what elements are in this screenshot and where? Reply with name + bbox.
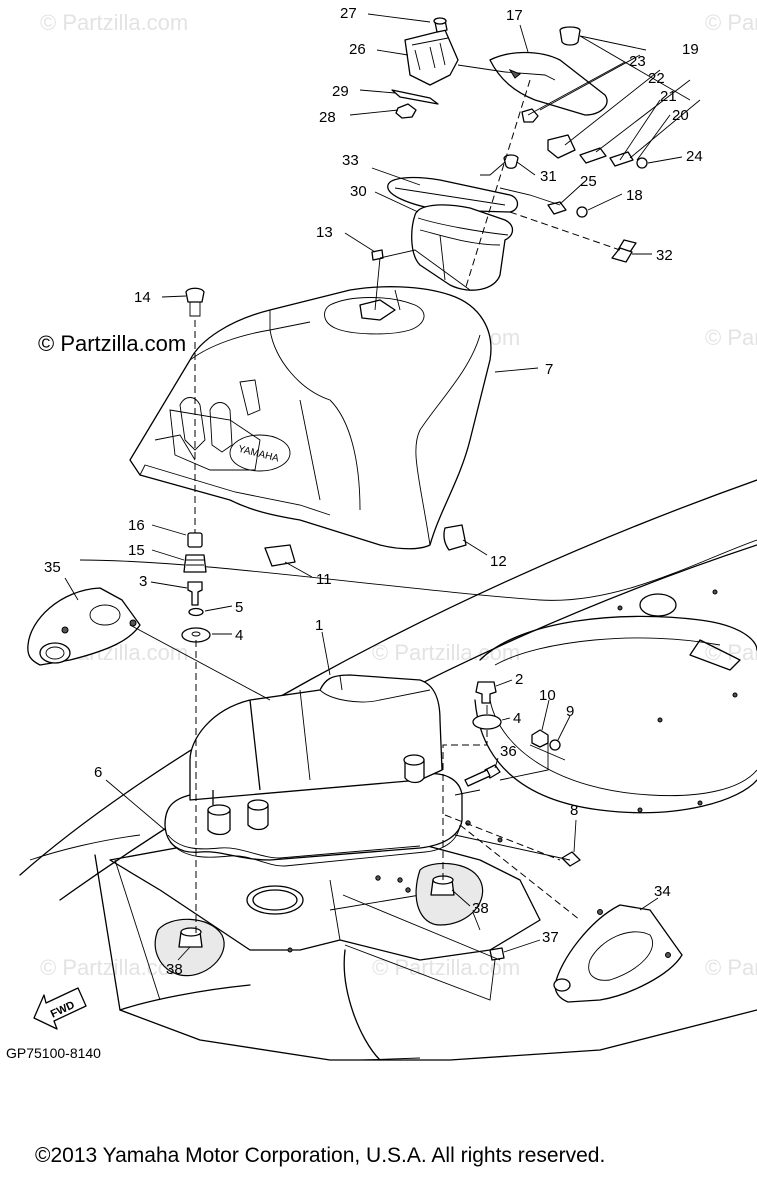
diagram-code: GP75100-8140 bbox=[6, 1045, 101, 1061]
small-fasteners bbox=[178, 249, 581, 961]
assembly-lines bbox=[129, 35, 701, 1001]
callout-10: 10 bbox=[539, 687, 556, 704]
callout-31: 31 bbox=[540, 168, 557, 185]
leader-lines bbox=[64, 13, 683, 961]
callout-9: 9 bbox=[566, 703, 574, 720]
part-32-pin bbox=[611, 239, 637, 263]
callout-17: 17 bbox=[506, 7, 523, 24]
callout-6: 6 bbox=[94, 764, 102, 781]
watermark-text: © Partzilla.com bbox=[705, 955, 757, 980]
callout-37: 37 bbox=[542, 929, 559, 946]
callout-24: 24 bbox=[686, 148, 703, 165]
callout-15: 15 bbox=[128, 542, 145, 559]
watermark-text: © Partzilla.com bbox=[372, 640, 520, 665]
callout-11: 11 bbox=[316, 571, 332, 588]
part-34-vent bbox=[553, 904, 683, 1003]
callout-13: 13 bbox=[316, 224, 333, 241]
callout-4b: 4 bbox=[513, 710, 521, 727]
callout-1: 1 bbox=[315, 617, 323, 634]
callout-38b: 38 bbox=[166, 961, 183, 978]
part-35-vent bbox=[27, 587, 141, 666]
callout-2: 2 bbox=[515, 671, 523, 688]
callout-32: 32 bbox=[656, 247, 673, 264]
callout-12: 12 bbox=[490, 553, 507, 570]
top-latch-assembly bbox=[391, 17, 648, 218]
callout-5: 5 bbox=[235, 599, 243, 616]
callout-21: 21 bbox=[660, 88, 677, 105]
pads bbox=[264, 524, 467, 567]
watermark-text: © Partzilla.com bbox=[705, 325, 757, 350]
callout-19: 19 bbox=[682, 41, 699, 58]
copyright-notice: ©2013 Yamaha Motor Corporation, U.S.A. A… bbox=[35, 1144, 605, 1167]
callout-35: 35 bbox=[44, 559, 61, 576]
part-30-bucket bbox=[387, 176, 519, 291]
callout-30: 30 bbox=[350, 183, 367, 200]
callout-29: 29 bbox=[332, 83, 349, 100]
callout-26: 26 bbox=[349, 41, 366, 58]
callout-8: 8 bbox=[570, 802, 578, 819]
callout-16: 16 bbox=[128, 517, 145, 534]
callout-23: 23 bbox=[629, 53, 646, 70]
watermark-text: © Partzilla.com bbox=[705, 10, 757, 35]
callout-18: 18 bbox=[626, 187, 643, 204]
callout-25: 25 bbox=[580, 173, 597, 190]
callout-7: 7 bbox=[545, 361, 553, 378]
callout-28: 28 bbox=[319, 109, 336, 126]
callouts: 27 17 26 19 23 22 29 21 28 20 24 33 31 2… bbox=[44, 5, 703, 978]
callout-38: 38 bbox=[472, 900, 489, 917]
callout-36: 36 bbox=[500, 743, 517, 760]
part-7-cover: YAMAHA bbox=[129, 286, 492, 550]
callout-20: 20 bbox=[672, 107, 689, 124]
part-1-tank bbox=[164, 674, 463, 867]
partzilla-watermark: © Partzilla.com bbox=[38, 331, 186, 356]
callout-27: 27 bbox=[340, 5, 357, 22]
callout-4: 4 bbox=[235, 627, 243, 644]
watermark-text: © Partzilla.com bbox=[40, 10, 188, 35]
callout-22: 22 bbox=[648, 70, 665, 87]
callout-14: 14 bbox=[134, 289, 151, 306]
forward-arrow: FWD bbox=[33, 987, 87, 1030]
callout-3: 3 bbox=[139, 573, 147, 590]
callout-33: 33 bbox=[342, 152, 359, 169]
tank-bosses bbox=[207, 754, 425, 836]
callout-34: 34 bbox=[654, 883, 671, 900]
